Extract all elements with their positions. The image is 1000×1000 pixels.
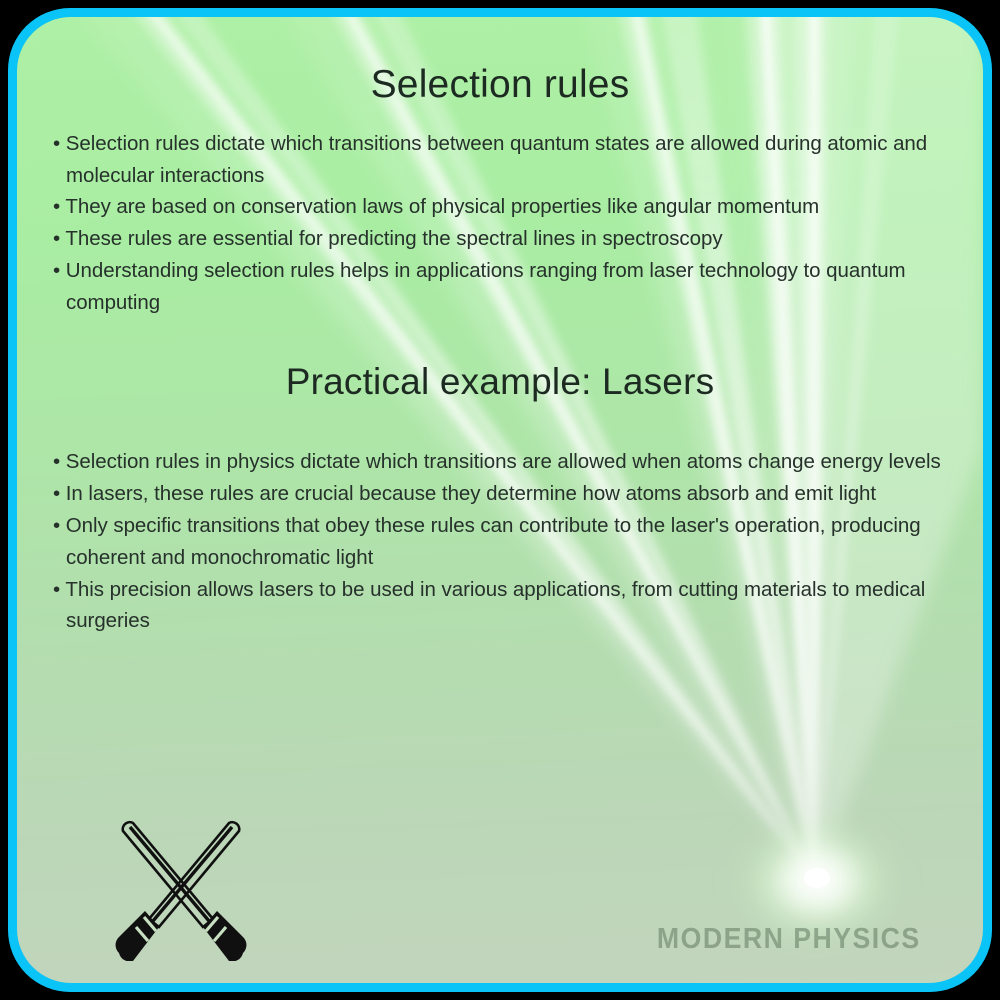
list-item: • Selection rules dictate which transiti… [53,131,928,187]
list-item: • Understanding selection rules helps in… [53,259,906,314]
list-item: • Only specific transitions that obey th… [53,513,921,569]
slide-card: Selection rules • Selection rules dictat… [17,17,983,983]
list-item: • Selection rules in physics dictate whi… [53,450,941,474]
list-item: • These rules are essential for predicti… [53,227,723,251]
intro-bullet-list: • Selection rules dictate which transiti… [53,128,947,319]
lasers-bullet-list: • Selection rules in physics dictate whi… [53,446,947,637]
crossed-lightsabers-icon [101,811,261,961]
slide-border-frame: Selection rules • Selection rules dictat… [8,8,992,992]
list-item: • This precision allows lasers to be use… [53,577,926,633]
list-item: • They are based on conservation laws of… [53,195,820,219]
watermark-brand: MODERN PHYSICS [657,923,921,955]
list-item: • In lasers, these rules are crucial bec… [53,482,877,506]
section-heading-practical-example: Practical example: Lasers [285,360,715,402]
slide-content: Selection rules • Selection rules dictat… [17,17,983,983]
page-title: Selection rules [370,63,630,106]
